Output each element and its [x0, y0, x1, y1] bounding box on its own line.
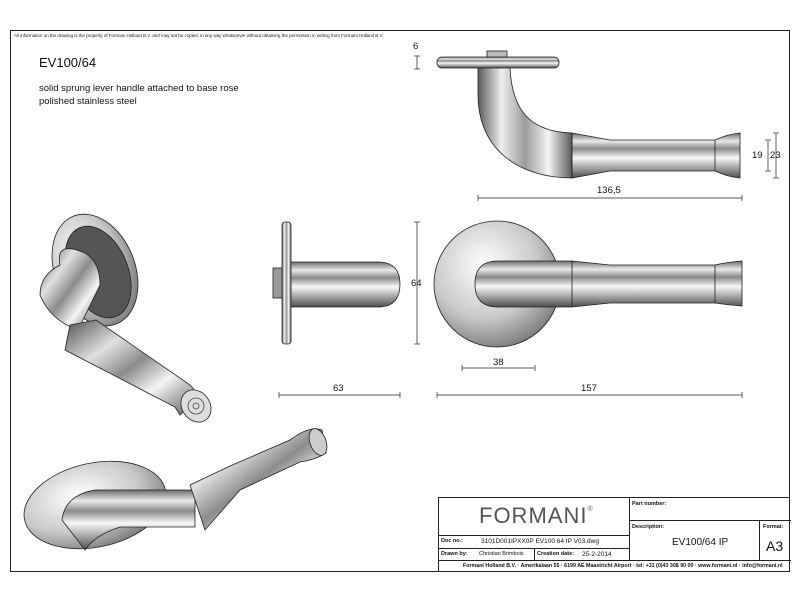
side-view-lever [290, 261, 401, 308]
iso-view-upper [39, 213, 212, 423]
product-code: EV100/64 [39, 55, 97, 70]
description-line-1: solid sprung lever handle attached to ba… [39, 83, 239, 94]
dim-rose-diameter: 38 [493, 357, 504, 368]
description-value: EV100/64 IP [672, 537, 729, 548]
drawing-sheet-border [10, 30, 790, 572]
dim-height-side: 64 [411, 278, 422, 289]
iso-upper-grip [64, 319, 197, 416]
formani-logo: FORMANI® [479, 503, 594, 529]
side-view-spindle [272, 267, 283, 299]
description-label: Description: [632, 524, 665, 530]
front-view-lever [474, 260, 743, 308]
iso-lower-end-cap [308, 428, 328, 456]
top-view-spindle [486, 50, 508, 58]
iso-upper-end-cap [180, 389, 212, 423]
top-view-rose [436, 56, 560, 69]
iso-lower-neck [61, 489, 196, 551]
top-view-neck [477, 67, 573, 179]
drawn-by-label: Drawn by: [441, 551, 468, 557]
registered-mark: ® [587, 506, 594, 513]
top-view [436, 50, 741, 179]
company-footer: Formani Holland B.V. · Amerikalaan 55 · … [463, 563, 783, 569]
creation-date-label: Creation date: [537, 551, 574, 557]
side-view-rose [281, 221, 292, 345]
dimension-lines [278, 55, 779, 398]
dim-length-top: 136,5 [597, 185, 621, 196]
copyright-notice: All information on the drawing is the pr… [14, 33, 384, 38]
brand-name: FORMANI [479, 503, 588, 528]
dim-grip-small: 19 [752, 150, 763, 161]
dim-grip-large: 23 [770, 150, 781, 161]
front-view [433, 220, 743, 348]
product-description: solid sprung lever handle attached to ba… [39, 82, 239, 108]
creation-date-value: 25-2-2014 [582, 551, 612, 558]
dim-projection: 63 [333, 383, 344, 394]
format-value: A3 [766, 538, 784, 554]
iso-view-lower [23, 428, 328, 551]
title-block: FORMANI® Doc no.: 3101D001IPXX0P EV100 6… [438, 497, 791, 572]
side-view [272, 221, 401, 345]
top-view-grip [571, 132, 741, 179]
part-number-label: Part number: [632, 501, 667, 507]
dim-total-length: 157 [581, 383, 597, 394]
drawn-by-value: Christian Brimbois [479, 551, 524, 557]
iso-upper-neck [39, 248, 101, 331]
doc-no-label: Doc no.: [441, 538, 463, 544]
doc-no-value: 3101D001IPXX0P EV100 64 IP V03.dwg [481, 538, 599, 545]
dim-rose-thickness: 6 [413, 41, 419, 52]
format-label: Format: [763, 524, 784, 530]
description-line-2: polished stainless steel [39, 96, 137, 107]
iso-lower-grip [189, 428, 327, 531]
